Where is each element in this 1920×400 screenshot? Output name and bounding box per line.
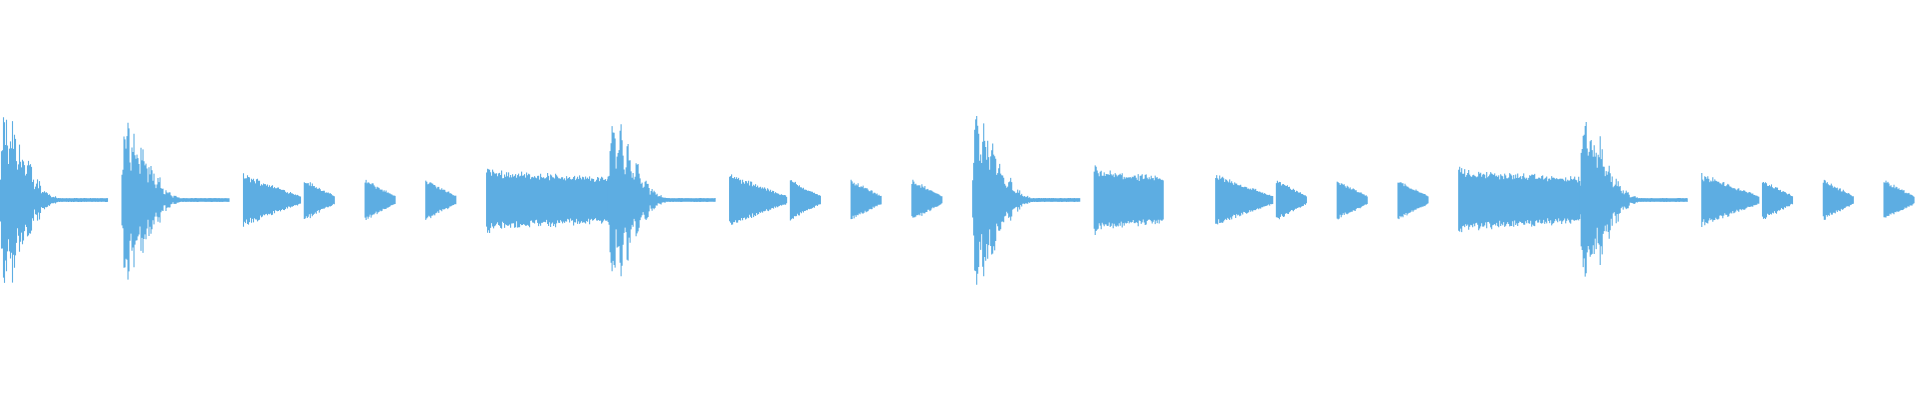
waveform-segment-hit [972, 116, 1081, 285]
waveform-segment-sustain [1093, 165, 1164, 235]
waveform-segment-small [1883, 180, 1915, 218]
waveform-segment-small [911, 179, 943, 218]
waveform-segment-sustain [1458, 166, 1581, 233]
waveform-segment-sustain [486, 168, 609, 233]
waveform-segment-small [789, 180, 821, 221]
waveform-segment-mid [729, 174, 788, 225]
waveform-segment-small [1275, 180, 1307, 220]
waveform-segment-hit [607, 124, 716, 277]
waveform-segment-small [1336, 181, 1368, 220]
waveform-segment-small [303, 182, 335, 219]
waveform-segment-hit [121, 122, 230, 280]
waveform-segment-mid [242, 173, 302, 227]
waveform-segment-small [364, 179, 396, 220]
waveform-segment-small [1397, 182, 1429, 220]
waveform-segment-small [850, 179, 882, 220]
waveform-segment-mid [1215, 175, 1274, 225]
waveform-segment-small [425, 180, 457, 220]
waveform-segment-small [1822, 179, 1854, 220]
waveform-segment-mid [1701, 173, 1760, 227]
waveform-segment-hit [0, 117, 109, 283]
waveform-segment-hit [1579, 122, 1688, 277]
waveform-segment-small [1761, 182, 1794, 219]
